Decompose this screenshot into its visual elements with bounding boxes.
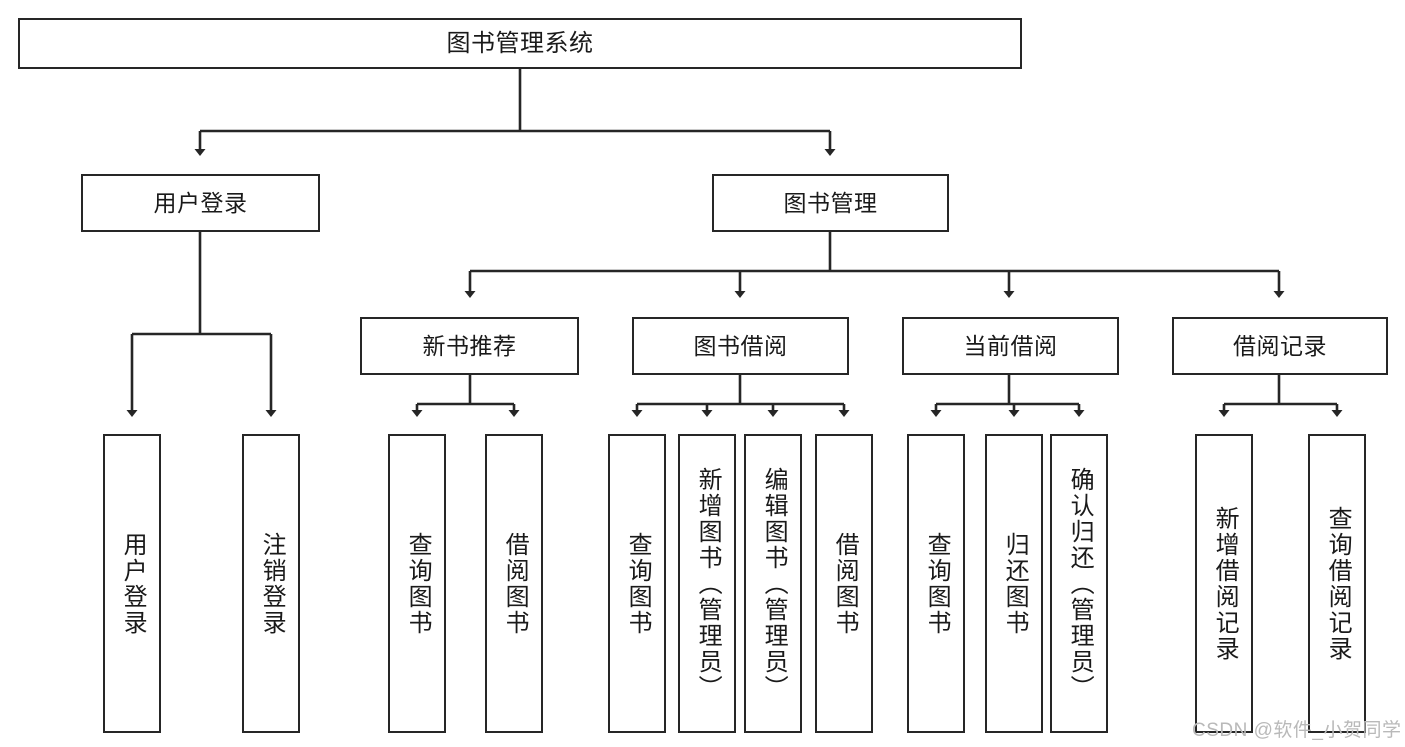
leaf-new-book-1[interactable]: 查询图书 xyxy=(388,434,446,733)
leaf-book-borrow-1[interactable]: 查询图书 xyxy=(608,434,666,733)
leaf-book-borrow-3-label: 编辑图书（管理员） xyxy=(760,466,788,701)
leaf-user-login-1[interactable]: 用户登录 xyxy=(103,434,161,733)
node-new-book-recommend-label: 新书推荐 xyxy=(422,332,517,359)
leaf-book-borrow-2[interactable]: 新增图书（管理员） xyxy=(678,434,736,733)
leaf-current-borrow-2[interactable]: 归还图书 xyxy=(985,434,1043,733)
leaf-book-borrow-4-label: 借阅图书 xyxy=(831,531,859,636)
leaf-book-borrow-2-label: 新增图书（管理员） xyxy=(694,466,722,701)
node-borrow-record-label: 借阅记录 xyxy=(1233,332,1327,359)
node-user-login[interactable]: 用户登录 xyxy=(81,174,320,232)
leaf-current-borrow-2-label: 归还图书 xyxy=(1001,531,1029,636)
leaf-user-login-1-label: 用户登录 xyxy=(119,531,147,636)
node-borrow-record[interactable]: 借阅记录 xyxy=(1172,317,1388,375)
leaf-book-borrow-3[interactable]: 编辑图书（管理员） xyxy=(744,434,802,733)
leaf-book-borrow-1-label: 查询图书 xyxy=(624,531,652,636)
node-book-management-label: 图书管理 xyxy=(783,189,878,216)
node-book-borrow-label: 图书借阅 xyxy=(693,332,788,359)
leaf-new-book-1-label: 查询图书 xyxy=(404,531,432,636)
leaf-current-borrow-3-label: 确认归还（管理员） xyxy=(1066,466,1094,701)
leaf-current-borrow-3[interactable]: 确认归还（管理员） xyxy=(1050,434,1108,733)
leaf-user-login-2[interactable]: 注销登录 xyxy=(242,434,300,733)
leaf-user-login-2-label: 注销登录 xyxy=(258,531,286,636)
leaf-borrow-record-1[interactable]: 新增借阅记录 xyxy=(1195,434,1253,733)
node-current-borrow-label: 当前借阅 xyxy=(963,332,1058,359)
leaf-current-borrow-1-label: 查询图书 xyxy=(923,531,951,636)
leaf-borrow-record-2-label: 查询借阅记录 xyxy=(1324,505,1352,662)
node-current-borrow[interactable]: 当前借阅 xyxy=(902,317,1119,375)
node-book-management[interactable]: 图书管理 xyxy=(712,174,949,232)
leaf-borrow-record-1-label: 新增借阅记录 xyxy=(1211,505,1239,662)
leaf-new-book-2[interactable]: 借阅图书 xyxy=(485,434,543,733)
leaf-book-borrow-4[interactable]: 借阅图书 xyxy=(815,434,873,733)
node-new-book-recommend[interactable]: 新书推荐 xyxy=(360,317,579,375)
node-user-login-label: 用户登录 xyxy=(153,189,248,216)
node-root[interactable]: 图书管理系统 xyxy=(18,18,1022,69)
node-root-label: 图书管理系统 xyxy=(446,29,594,57)
leaf-borrow-record-2[interactable]: 查询借阅记录 xyxy=(1308,434,1366,733)
leaf-current-borrow-1[interactable]: 查询图书 xyxy=(907,434,965,733)
node-book-borrow[interactable]: 图书借阅 xyxy=(632,317,849,375)
leaf-new-book-2-label: 借阅图书 xyxy=(501,531,529,636)
csdn-watermark: CSDN @软件_小贺同学 xyxy=(1192,720,1402,741)
